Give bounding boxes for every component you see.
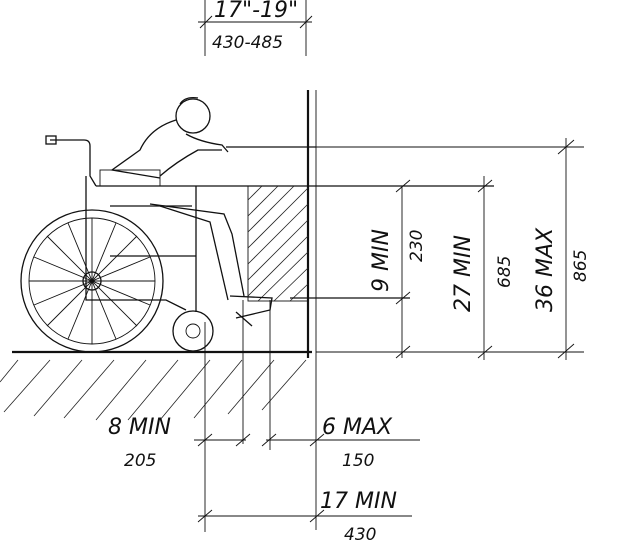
table-mm-label: 685 — [495, 256, 515, 288]
top-mm-label: 430-485 — [212, 33, 283, 53]
toe-mm-label: 205 — [124, 451, 156, 471]
table-top — [196, 146, 494, 187]
clear-mm-label: 430 — [344, 525, 376, 545]
wall — [306, 90, 317, 358]
depth-inches-label: 6 MAX — [322, 415, 393, 440]
height-inches-label: 36 MAX — [533, 227, 558, 312]
knee-mm-label: 230 — [407, 230, 427, 262]
toe-inches-label: 8 MIN — [108, 415, 171, 440]
knee-inches-label: 9 MIN — [369, 229, 394, 292]
clear-inches-label: 17 MIN — [320, 489, 397, 514]
knee-apron-hatch — [247, 185, 309, 302]
wheelchair-icon — [20, 135, 214, 353]
height-mm-label: 865 — [571, 250, 591, 282]
depth-mm-label: 150 — [342, 451, 374, 471]
top-inches-label: 17"-19" — [214, 0, 298, 23]
seated-person-icon — [110, 96, 273, 327]
floor — [0, 350, 312, 421]
dimension-lines — [194, 0, 584, 532]
table-inches-label: 27 MIN — [451, 235, 476, 312]
dimension-labels: 17"-19" 430-485 8 MIN 205 6 MAX 150 17 M… — [108, 0, 591, 545]
